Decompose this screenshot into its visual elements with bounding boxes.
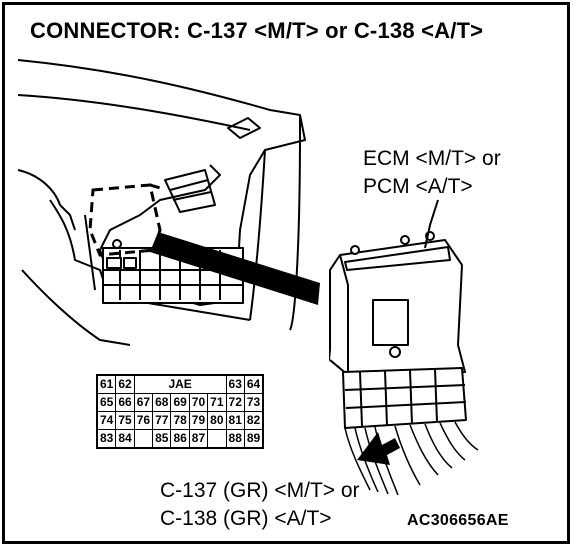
pin-cell: 69 (170, 393, 190, 412)
connector-callout-line1: C-137 (GR) <M/T> or (160, 479, 360, 502)
dashboard-top (17, 94, 251, 131)
figure-title: CONNECTOR: C-137 <M/T> or C-138 <A/T> (30, 18, 484, 43)
pin-cell: 76 (133, 411, 154, 430)
pin-cell: 86 (170, 429, 190, 449)
pin-cell: 79 (188, 411, 209, 430)
pin-cell: 68 (152, 393, 172, 412)
pin-cell: 81 (225, 411, 245, 430)
figure-frame (2, 2, 570, 544)
pin-cell: 72 (225, 393, 245, 412)
figure-id: AC306656AE (407, 512, 509, 529)
pin-cell: 87 (188, 429, 209, 449)
ecm-callout: ECM <M/T> or PCM <A/T> (363, 145, 501, 201)
pin-cell: 85 (152, 429, 172, 449)
pin-cell: 61 (96, 374, 117, 394)
pin-cell: 74 (96, 411, 117, 430)
pin-cell: 73 (243, 393, 264, 412)
ecm-leader-line (424, 199, 439, 249)
connector-callout: C-137 (GR) <M/T> or C-138 (GR) <A/T> (160, 477, 360, 533)
connector-pin-table: 61 62 JAE 63 64 65 66 67 68 69 70 71 72 … (96, 374, 265, 449)
pin-cell: 89 (243, 429, 264, 449)
pin-cell: 63 (225, 374, 245, 394)
ecm-callout-line2: PCM <A/T> (363, 175, 473, 198)
defroster-grille (227, 117, 261, 139)
pin-cell: 88 (225, 429, 245, 449)
pin-cell: 62 (115, 374, 135, 394)
pin-cell: 82 (243, 411, 264, 430)
pin-cell: 70 (188, 393, 209, 412)
pin-cell: 77 (152, 411, 172, 430)
ecm-callout-line1: ECM <M/T> or (363, 147, 501, 170)
pin-cell-empty (207, 429, 227, 449)
pin-row-2: 65 66 67 68 69 70 71 72 73 (96, 393, 264, 412)
pin-row-3: 74 75 76 77 78 79 80 81 82 (96, 411, 264, 430)
pin-cell: 84 (115, 429, 135, 449)
vent-outline (164, 169, 216, 213)
ecm-label-plate (372, 299, 409, 346)
pin-cell: 65 (96, 393, 117, 412)
pin-cell: 71 (207, 393, 227, 412)
connector-maker-label: JAE (133, 374, 227, 394)
pin-cell: 67 (133, 393, 154, 412)
pin-cell: 78 (170, 411, 190, 430)
pin-cell: 83 (96, 429, 117, 449)
pin-row-1: 61 62 JAE 63 64 (96, 374, 264, 394)
pin-cell: 64 (243, 374, 264, 394)
connector-pointer-arrow (357, 432, 400, 465)
leader-wedge (150, 232, 320, 305)
pin-cell: 75 (115, 411, 135, 430)
pin-row-4: 83 84 85 86 87 88 89 (96, 429, 264, 449)
connector-callout-line2: C-138 (GR) <A/T> (160, 507, 332, 530)
pin-cell: 66 (115, 393, 135, 412)
pin-cell-empty (134, 429, 153, 449)
location-dashed-box (88, 183, 162, 257)
pin-cell: 80 (207, 411, 227, 430)
dashboard-outline (17, 59, 306, 306)
